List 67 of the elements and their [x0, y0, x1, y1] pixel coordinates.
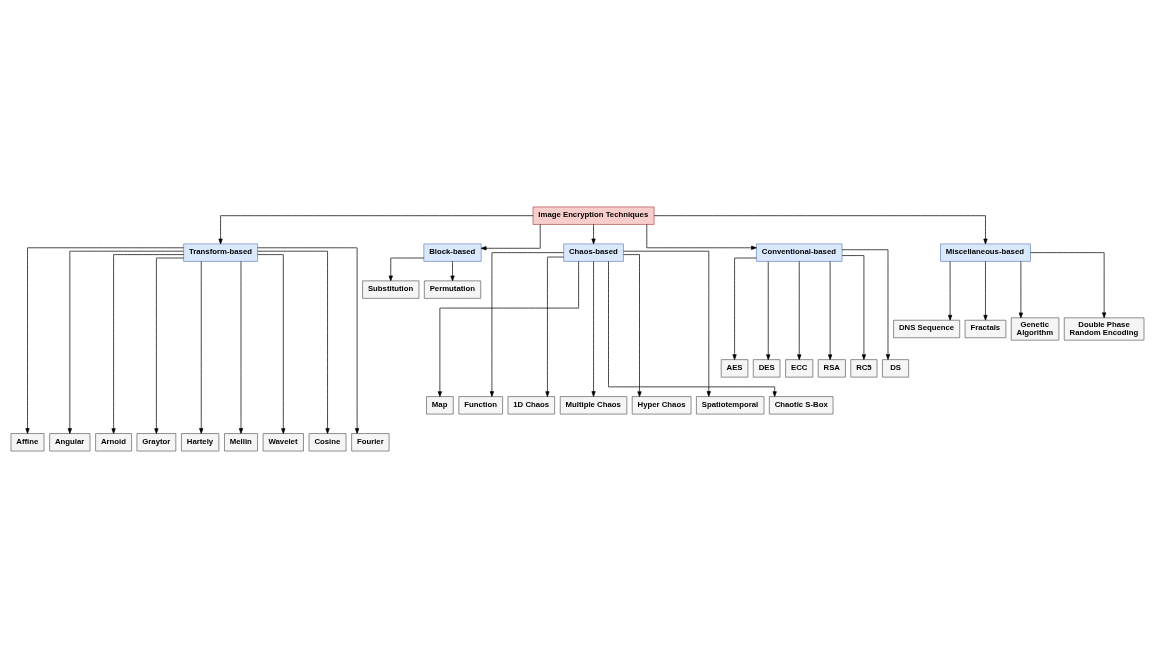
node-box: Graytor — [136, 432, 177, 451]
node-box: Miscellaneous-based — [940, 243, 1031, 262]
arrow — [199, 260, 204, 434]
arrow — [646, 223, 757, 250]
arrow — [841, 248, 891, 360]
arrow — [545, 256, 564, 397]
arrow — [766, 260, 771, 360]
node-box: Mellin — [224, 432, 258, 451]
node-box: DES — [752, 358, 781, 377]
arrow — [437, 260, 579, 397]
arrow — [257, 253, 286, 434]
arrow — [1030, 251, 1107, 318]
node-box: RSA — [817, 358, 846, 377]
arrow — [797, 260, 802, 360]
arrow — [608, 260, 777, 397]
node-box: Angular — [49, 432, 91, 451]
arrow — [218, 214, 534, 244]
arrow — [257, 250, 330, 434]
arrow — [828, 260, 833, 360]
arrow — [489, 251, 564, 397]
arrow — [450, 260, 455, 281]
arrow — [653, 214, 988, 244]
node-box: RC5 — [850, 358, 878, 377]
node-box: Hartely — [181, 432, 220, 451]
node-box: Arnoid — [95, 432, 132, 451]
node-box: Cosine — [308, 432, 347, 451]
node-box: Genetic Algorithm — [1010, 316, 1060, 341]
node-box: Image Encryption Techniques — [532, 206, 655, 225]
arrow — [480, 223, 541, 250]
arrow — [388, 257, 425, 281]
arrow — [591, 223, 596, 244]
arrow — [238, 260, 244, 434]
node-box: Chaos-based — [563, 243, 624, 262]
node-box: Map — [426, 395, 454, 414]
arrow — [948, 260, 953, 320]
arrow — [983, 260, 988, 320]
node-box: 1D Chaos — [507, 395, 555, 414]
node-box: Hyper Chaos — [631, 395, 692, 414]
node-box: DS — [882, 358, 909, 377]
node-box: Double Phase Random Encoding — [1063, 316, 1145, 341]
arrow — [67, 250, 184, 434]
arrow — [1018, 260, 1023, 318]
node-box: Multiple Chaos — [559, 395, 628, 414]
arrow — [732, 257, 757, 360]
arrow — [25, 246, 184, 434]
node-box: Wavelet — [262, 432, 304, 451]
node-box: Conventional-based — [756, 243, 843, 262]
node-box: Substitution — [362, 280, 420, 299]
node-box: Fourier — [351, 432, 390, 451]
arrow — [623, 253, 642, 397]
node-box: AES — [720, 358, 749, 377]
arrow — [154, 257, 184, 434]
node-box: Permutation — [423, 280, 482, 299]
arrow — [257, 246, 360, 434]
node-box: Affine — [10, 432, 45, 451]
node-box: DNS Sequence — [893, 319, 961, 338]
node-box: ECC — [785, 358, 814, 377]
arrow — [111, 253, 184, 434]
node-box: Function — [458, 395, 503, 414]
arrow — [623, 250, 711, 397]
arrow — [591, 260, 596, 397]
node-box: Transform-based — [183, 243, 258, 262]
node-box: Block-based — [423, 243, 482, 262]
arrow — [841, 254, 866, 360]
node-box: Spatiotemporal — [696, 395, 765, 414]
node-box: Fractals — [964, 319, 1007, 338]
node-box: Chaotic S-Box — [768, 395, 834, 414]
